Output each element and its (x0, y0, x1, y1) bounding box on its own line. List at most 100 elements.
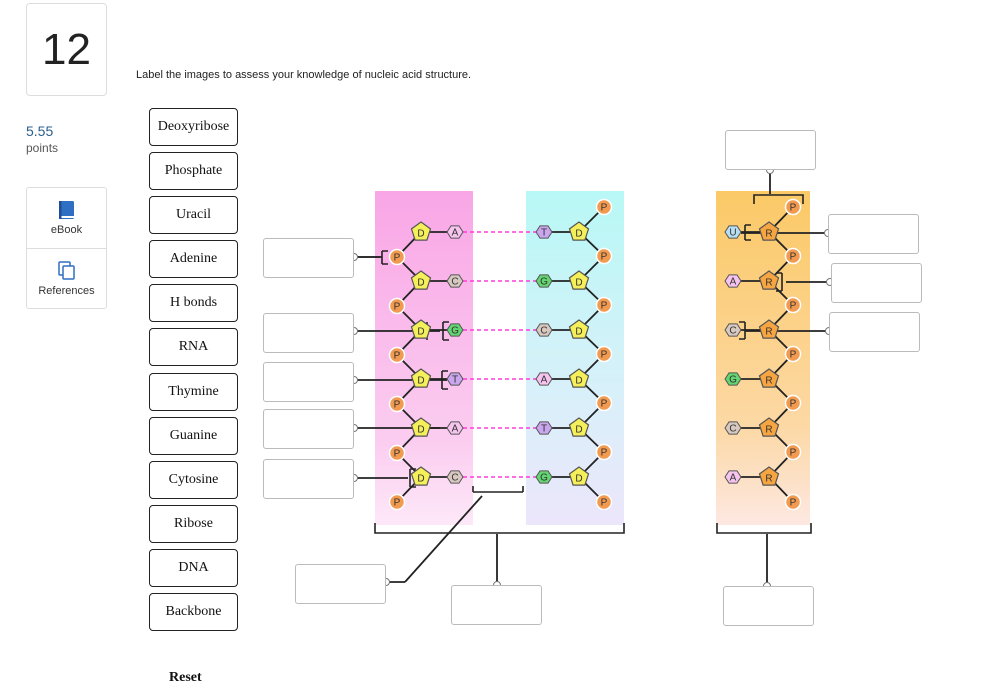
ribose-6 (758, 466, 780, 486)
phosphate-right-5 (595, 394, 613, 412)
drop-zone-6[interactable] (295, 564, 386, 604)
base-right-6 (535, 470, 553, 484)
phosphate-left-6-label: P (394, 498, 401, 509)
base-right-1-label: T (541, 228, 547, 239)
phosphate-rna-3-label: P (790, 301, 797, 312)
label-tile-uracil[interactable]: Uracil (149, 196, 238, 234)
phosphate-right-7 (595, 493, 613, 511)
phosphate-left-4-label: P (394, 400, 401, 411)
deoxyribose-left-2-label: D (417, 278, 424, 289)
instructions-text: Label the images to assess your knowledg… (136, 69, 472, 81)
label-tile-adenine[interactable]: Adenine (149, 240, 238, 278)
deoxyribose-right-6 (568, 466, 590, 486)
phosphate-right-6-label: P (601, 448, 608, 459)
uracil-bracket (744, 224, 751, 241)
phosphate-left-5 (388, 444, 406, 462)
base-left-5 (446, 421, 464, 435)
deoxyribose-right-4-label: D (575, 376, 582, 387)
phosphate-rna-5-label: P (790, 399, 797, 410)
base-left-1 (446, 225, 464, 239)
references-label: References (38, 285, 95, 297)
label-tile-thymine[interactable]: Thymine (149, 373, 238, 411)
base-left-1-label: A (452, 228, 459, 239)
deoxyribose-right-5 (568, 417, 590, 437)
sugar-bracket (442, 321, 449, 341)
base-left-4 (446, 372, 464, 386)
deoxyribose-right-2-label: D (575, 278, 582, 289)
base-rna-6-label: A (730, 473, 737, 484)
label-tile-dna[interactable]: DNA (149, 549, 238, 587)
points-label: points (26, 141, 59, 155)
drop-zone-11[interactable] (829, 312, 920, 352)
phosphate-rna-5 (784, 394, 802, 412)
label-tile-guanine[interactable]: Guanine (149, 417, 238, 455)
phosphate-left-6 (388, 493, 406, 511)
base-left-5-label: A (452, 424, 459, 435)
phosphate-left-3 (388, 346, 406, 364)
phosphate-rna-7-label: P (790, 498, 797, 509)
base-left-6-label: C (451, 473, 458, 484)
phosphate-left-2 (388, 297, 406, 315)
drop-zone-12[interactable] (723, 586, 814, 626)
drop-zone-4[interactable] (263, 409, 354, 449)
deoxyribose-left-1-label: D (417, 229, 424, 240)
phosphate-right-5-label: P (601, 399, 608, 410)
base-left-2 (446, 274, 464, 288)
label-tile-h-bonds[interactable]: H bonds (149, 284, 238, 322)
phosphate-right-1-label: P (601, 203, 608, 214)
phosphate-rna-6 (784, 443, 802, 461)
phosphate-left-2-label: P (394, 302, 401, 313)
leader-line (404, 495, 483, 583)
label-tile-phosphate[interactable]: Phosphate (149, 152, 238, 190)
references-button[interactable]: References (27, 249, 106, 309)
base-left-6 (446, 470, 464, 484)
phosphate-right-2 (595, 247, 613, 265)
cytosine-bracket (739, 321, 746, 340)
deoxyribose-left-2 (410, 270, 432, 290)
base-rna-1-label: U (729, 228, 736, 239)
ebook-button[interactable]: eBook (27, 188, 106, 249)
label-tile-ribose[interactable]: Ribose (149, 505, 238, 543)
base-rna-3 (724, 323, 742, 337)
drop-zone-1[interactable] (263, 238, 354, 278)
base-right-4-label: A (541, 375, 548, 386)
label-tile-rna[interactable]: RNA (149, 328, 238, 366)
base-rna-4 (724, 372, 742, 386)
drop-zone-8[interactable] (725, 130, 816, 170)
label-tile-backbone[interactable]: Backbone (149, 593, 238, 631)
tools-panel: eBook References (26, 187, 107, 309)
base-left-3 (446, 323, 464, 337)
deoxyribose-left-4-label: D (417, 376, 424, 387)
base-rna-6 (724, 470, 742, 484)
drop-zone-3[interactable] (263, 362, 354, 402)
ribose-2 (758, 270, 780, 290)
base-rna-5 (724, 421, 742, 435)
drop-zone-5[interactable] (263, 459, 354, 499)
deoxyribose-left-3 (410, 319, 432, 339)
ribose-5-label: R (765, 425, 772, 436)
phosphate-left-5-label: P (394, 449, 401, 460)
deoxyribose-right-1 (568, 221, 590, 241)
ribose-2-label: R (765, 278, 772, 289)
drop-zone-10[interactable] (831, 263, 922, 303)
phosphate-rna-3 (784, 296, 802, 314)
deoxyribose-right-2 (568, 270, 590, 290)
phosphate-rna-1-label: P (790, 203, 797, 214)
reset-button[interactable]: Reset (169, 670, 202, 685)
drop-zone-2[interactable] (263, 313, 354, 353)
drop-zone-9[interactable] (828, 214, 919, 254)
phosphate-right-4-label: P (601, 350, 608, 361)
ribose-1 (758, 221, 780, 241)
dna-bracket (374, 523, 625, 534)
deoxyribose-right-4 (568, 368, 590, 388)
drop-zone-7[interactable] (451, 585, 542, 625)
question-number-box: 12 (26, 3, 107, 96)
label-tile-cytosine[interactable]: Cytosine (149, 461, 238, 499)
label-tile-deoxyribose[interactable]: Deoxyribose (149, 108, 238, 146)
base-right-4 (535, 372, 553, 386)
base-left-3-label: G (451, 326, 459, 337)
phosphate-right-7-label: P (601, 498, 608, 509)
deoxyribose-right-3-label: D (575, 327, 582, 338)
deoxyribose-left-5 (410, 417, 432, 437)
